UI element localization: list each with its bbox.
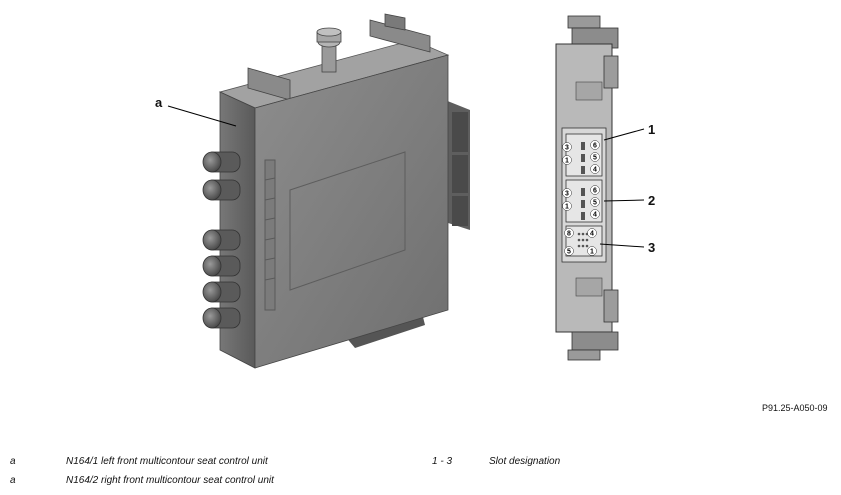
seat-control-unit-side-view: 3 1 6 5 4 3 1 6 5 4 8 4 5 1: [555, 15, 645, 361]
slot2-pin-label: 5: [593, 200, 597, 207]
callout-a-leader: [167, 105, 237, 127]
slot3-pin-label: 8: [567, 231, 571, 238]
slot1-pin-label: 5: [593, 155, 597, 162]
legend-key: a: [10, 456, 16, 467]
slot1-pin-label: 4: [593, 167, 597, 174]
slot2-pin-label: 6: [593, 188, 597, 195]
control-unit-illustration: 3 1 6 5 4 3 1 6 5 4 8 4 5 1: [167, 13, 645, 369]
slot3-pin-label: 5: [567, 249, 571, 256]
seat-control-unit-3d: [167, 13, 470, 369]
callout-3-leader: [599, 243, 645, 248]
callout-2-leader: [603, 199, 645, 202]
slot2-pin-label: 1: [565, 204, 569, 211]
slot3-pin-label: 1: [590, 249, 594, 256]
callout-1: 1: [648, 122, 656, 137]
legend-key: 1 - 3: [432, 456, 453, 467]
callout-3: 3: [648, 240, 656, 255]
slot2-pin-label: 3: [565, 191, 569, 198]
slot1-pin-label: 1: [565, 158, 569, 165]
legend-text: N164/2 right front multicontour seat con…: [66, 475, 274, 486]
slot2-pin-label: 4: [593, 212, 597, 219]
figure-reference-code: P91.25-A050-09: [762, 403, 828, 413]
legend-key: a: [10, 475, 16, 486]
slot1-pin-label: 3: [565, 145, 569, 152]
callout-1-leader: [603, 128, 645, 141]
legend-text: Slot designation: [489, 456, 561, 467]
legend-text: N164/1 left front multicontour seat cont…: [66, 456, 268, 467]
callout-2: 2: [648, 193, 656, 208]
callout-a: a: [155, 95, 163, 110]
slot3-pin-label: 4: [590, 231, 594, 238]
slot1-pin-label: 6: [593, 143, 597, 150]
